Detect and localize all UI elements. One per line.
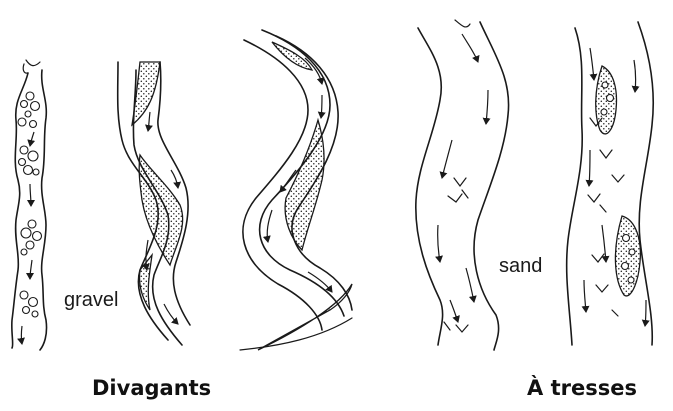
gravel-bar: [615, 216, 640, 296]
gravel-bar-4: [20, 291, 38, 317]
flow-arrow: [438, 225, 440, 262]
flow-arrow: [466, 268, 474, 302]
flow-arrow: [30, 184, 31, 206]
flow-arrow: [442, 140, 452, 178]
bedform-marks: [588, 118, 624, 316]
gravel-bar-2: [19, 146, 40, 175]
point-bar: [258, 284, 352, 350]
flow-arrow: [30, 132, 34, 146]
flow-arrow: [21, 326, 22, 344]
flow-arrow: [321, 95, 322, 118]
flow-arrow: [308, 272, 332, 292]
flow-arrow: [634, 60, 636, 92]
point-bar: [285, 120, 324, 250]
flow-arrow: [450, 300, 458, 322]
flow-arrow: [164, 304, 178, 324]
point-bar: [139, 155, 182, 265]
flow-arrow: [30, 260, 32, 279]
channel-2-meander: [118, 62, 190, 345]
gravel-label: gravel: [64, 289, 118, 311]
sand-label: sand: [499, 255, 542, 277]
channel-3-meander: [240, 30, 352, 350]
channel-4-sand: [416, 20, 509, 350]
bedform-marks: [444, 178, 468, 332]
gravel-bar-3: [21, 220, 42, 255]
flow-arrow: [584, 280, 586, 312]
flow-arrow: [267, 210, 272, 242]
flow-arrow: [486, 90, 488, 124]
flow-arrow: [462, 34, 478, 62]
flow-arrow: [590, 48, 594, 80]
flow-arrow: [148, 112, 150, 131]
channel-5-braided: [567, 22, 654, 345]
gravel-bar-1: [18, 92, 40, 128]
caption-divagants: Divagants: [92, 376, 211, 400]
flow-arrow: [645, 300, 646, 326]
caption-a-tresses: À tresses: [527, 376, 637, 400]
flow-arrow: [171, 170, 178, 188]
flow-arrow: [589, 150, 590, 186]
channel-1-gravel: [12, 60, 47, 350]
